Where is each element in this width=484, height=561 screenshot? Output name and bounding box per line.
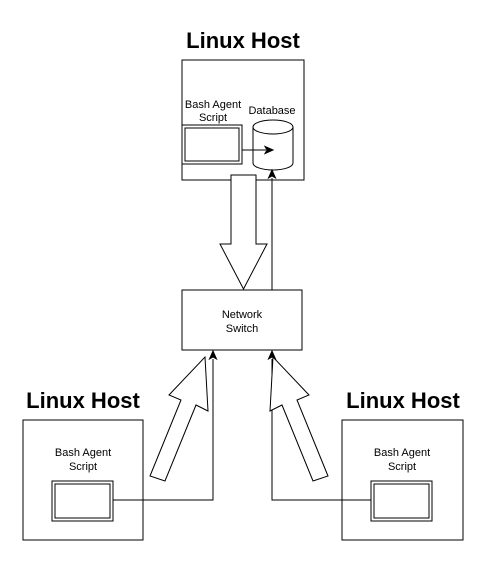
right-agent-label-line1: Bash Agent	[374, 447, 430, 459]
switch-label-line1: Network	[222, 309, 263, 321]
left-host-title: Linux Host	[26, 388, 140, 413]
left-agent-label-line2: Script	[69, 461, 97, 473]
top-linux-host: Linux Host Bash Agent Script Database	[181, 28, 305, 181]
top-host-to-switch-arrow	[219, 174, 268, 291]
network-switch-box	[181, 289, 303, 351]
right-host-title: Linux Host	[346, 388, 460, 413]
left-host-box	[22, 419, 144, 541]
right-linux-host: Linux Host Bash Agent Script	[341, 388, 464, 541]
database-cylinder-icon	[252, 119, 294, 171]
top-agent-label-line1: Bash Agent	[185, 99, 241, 111]
top-agent-label-line2: Script	[199, 112, 227, 124]
switch-to-database-connector	[267, 168, 277, 290]
left-host-to-switch-arrow	[149, 355, 209, 482]
network-switch: Network Switch	[181, 289, 303, 351]
left-agent-to-switch-connector	[113, 349, 218, 501]
right-host-box	[341, 419, 464, 541]
left-linux-host: Linux Host Bash Agent Script	[22, 388, 144, 541]
agent-to-database-connector	[242, 145, 275, 155]
switch-label-line2: Switch	[226, 323, 258, 335]
right-host-to-switch-arrow	[269, 355, 329, 482]
left-agent-script-window	[51, 480, 114, 522]
top-host-title: Linux Host	[186, 28, 300, 53]
right-agent-script-window	[370, 480, 433, 522]
right-agent-label-line2: Script	[388, 461, 416, 473]
top-database-label: Database	[248, 105, 295, 117]
left-agent-label-line1: Bash Agent	[55, 447, 111, 459]
top-agent-script-window	[181, 124, 243, 165]
